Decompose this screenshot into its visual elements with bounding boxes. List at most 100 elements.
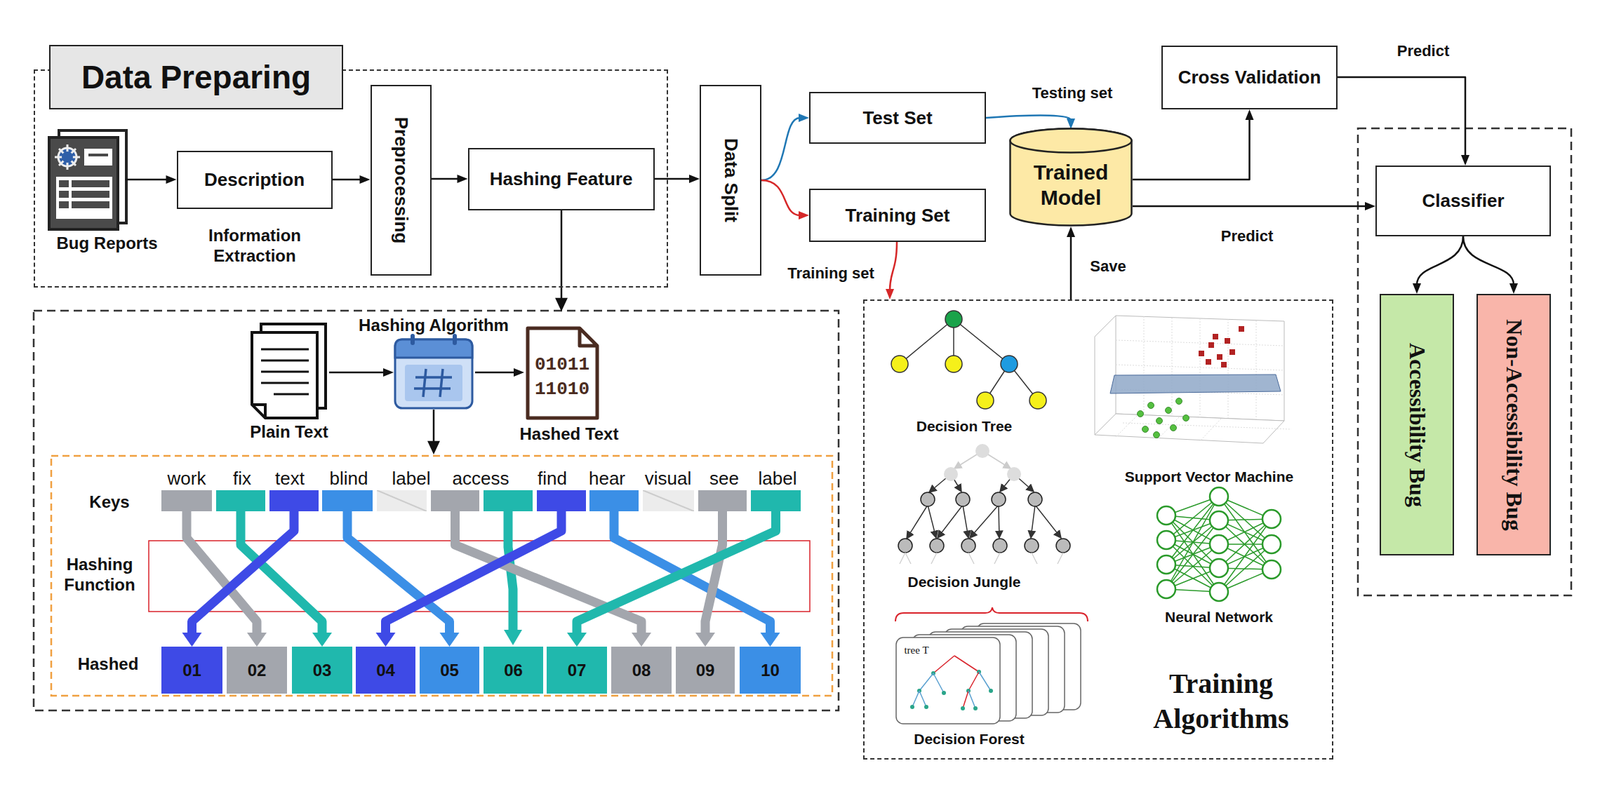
node-text: Cross Validation xyxy=(1178,66,1322,89)
key-cell: blind xyxy=(322,490,373,512)
arrow-head xyxy=(885,289,895,300)
key-word: fix xyxy=(232,468,252,490)
arrow-head xyxy=(798,113,810,123)
cylinder-top xyxy=(1010,129,1132,153)
key-word: blind xyxy=(329,468,369,490)
arrow-head xyxy=(1245,109,1255,120)
hashing-region xyxy=(33,310,839,711)
hashed-text-icon xyxy=(527,328,598,419)
node-text: Accessibility Bug xyxy=(1404,343,1431,508)
svm-figure xyxy=(1094,315,1292,444)
node-text: 02 xyxy=(247,661,267,681)
process-box: Test Set xyxy=(809,91,986,144)
key-word: text xyxy=(275,468,305,490)
hashed-cell: 03 xyxy=(291,647,353,695)
hashed-cell: 08 xyxy=(611,647,672,695)
arrow-head xyxy=(182,632,203,648)
arrow-head xyxy=(440,632,460,648)
region: Training Algorithms xyxy=(863,299,1334,760)
hash-wire xyxy=(376,511,563,648)
hash-wire xyxy=(695,511,723,648)
hashed-cell: 10 xyxy=(739,647,801,695)
key-word: see xyxy=(709,468,739,490)
arrow-head xyxy=(513,368,525,377)
arrow-head xyxy=(247,632,267,648)
key-word: visual xyxy=(644,468,692,490)
arrow-head xyxy=(1461,155,1470,166)
connector-line xyxy=(475,371,516,375)
connector xyxy=(985,115,1076,130)
text-label: Information Extraction xyxy=(184,225,325,267)
node-text: 03 xyxy=(312,661,332,681)
arrow-head xyxy=(457,174,469,184)
key-cell: text xyxy=(269,490,319,512)
node-text: 06 xyxy=(503,661,523,681)
text-label: 01011 xyxy=(534,354,590,377)
vertical-box: Preprocessing xyxy=(370,84,432,276)
bracket xyxy=(895,607,1088,622)
hashed-cell: 04 xyxy=(355,647,416,695)
process-box: Hashing Feature xyxy=(468,148,655,211)
hash-wire xyxy=(240,511,332,648)
connector xyxy=(475,368,525,377)
node-text: 01 xyxy=(182,661,202,681)
node-text: Data Split xyxy=(720,138,742,223)
neural-network-figure xyxy=(1157,487,1281,602)
arrow-head xyxy=(695,632,716,648)
arrow-head xyxy=(312,632,332,648)
connector xyxy=(1132,109,1255,180)
connector-line xyxy=(761,180,800,216)
arrow-head xyxy=(1066,226,1076,238)
arrow-head xyxy=(798,211,810,220)
icon-caption: Plain Text xyxy=(249,422,329,443)
arrow-head xyxy=(360,175,371,184)
process-box: Training Set xyxy=(809,188,986,243)
arrow-head xyxy=(689,174,700,184)
key-cell: fix xyxy=(216,490,266,512)
arrow-head xyxy=(383,368,394,377)
hashed-cell: 01 xyxy=(161,647,223,695)
connector xyxy=(885,242,897,300)
key-word: hear xyxy=(588,468,626,490)
connector-line xyxy=(1337,77,1466,157)
arrow-head xyxy=(1066,118,1076,130)
icon-caption: Bug Reports xyxy=(56,233,158,254)
vertical-box: Data Split xyxy=(699,84,762,276)
node-text: 09 xyxy=(696,661,716,681)
connector-line xyxy=(761,117,800,181)
connector-line xyxy=(329,371,385,375)
hash-wire xyxy=(347,511,460,648)
node-text: Trained Model xyxy=(1018,160,1124,211)
arrow-head xyxy=(376,632,396,648)
vertical-box: Non-Accessibility Bug xyxy=(1476,294,1551,556)
text-label: Decision Tree xyxy=(916,417,1013,436)
key-cell xyxy=(483,490,533,512)
table-region xyxy=(51,456,833,697)
text-label: Hashing Function xyxy=(54,555,146,596)
cylinder-body xyxy=(1010,129,1132,226)
key-cell: label xyxy=(750,490,801,512)
connector xyxy=(1463,236,1518,295)
classifier-region xyxy=(1357,128,1572,596)
connector-line xyxy=(1132,205,1367,208)
node-text: Training Set xyxy=(845,204,951,227)
icon-node: Hashing Algorithm xyxy=(395,339,473,409)
connector-line xyxy=(985,115,1071,120)
key-cell: hear xyxy=(589,490,639,512)
connector xyxy=(1132,202,1376,211)
edge-label: Predict xyxy=(1395,42,1452,61)
key-cell: label xyxy=(376,490,427,512)
node-text: 07 xyxy=(567,661,587,681)
key-word: label xyxy=(392,468,431,490)
arrow-head xyxy=(631,632,652,648)
edge-label: Training set xyxy=(785,264,876,283)
connector-line xyxy=(192,511,295,635)
connector-line xyxy=(332,178,362,182)
text-label: Decision Forest xyxy=(913,730,1025,749)
process-box: Description xyxy=(176,150,333,210)
model-cylinder: Trained Model xyxy=(1009,127,1133,227)
hashed-cell: 09 xyxy=(675,647,735,695)
connector-line xyxy=(654,178,692,181)
hash-wire xyxy=(567,511,777,648)
